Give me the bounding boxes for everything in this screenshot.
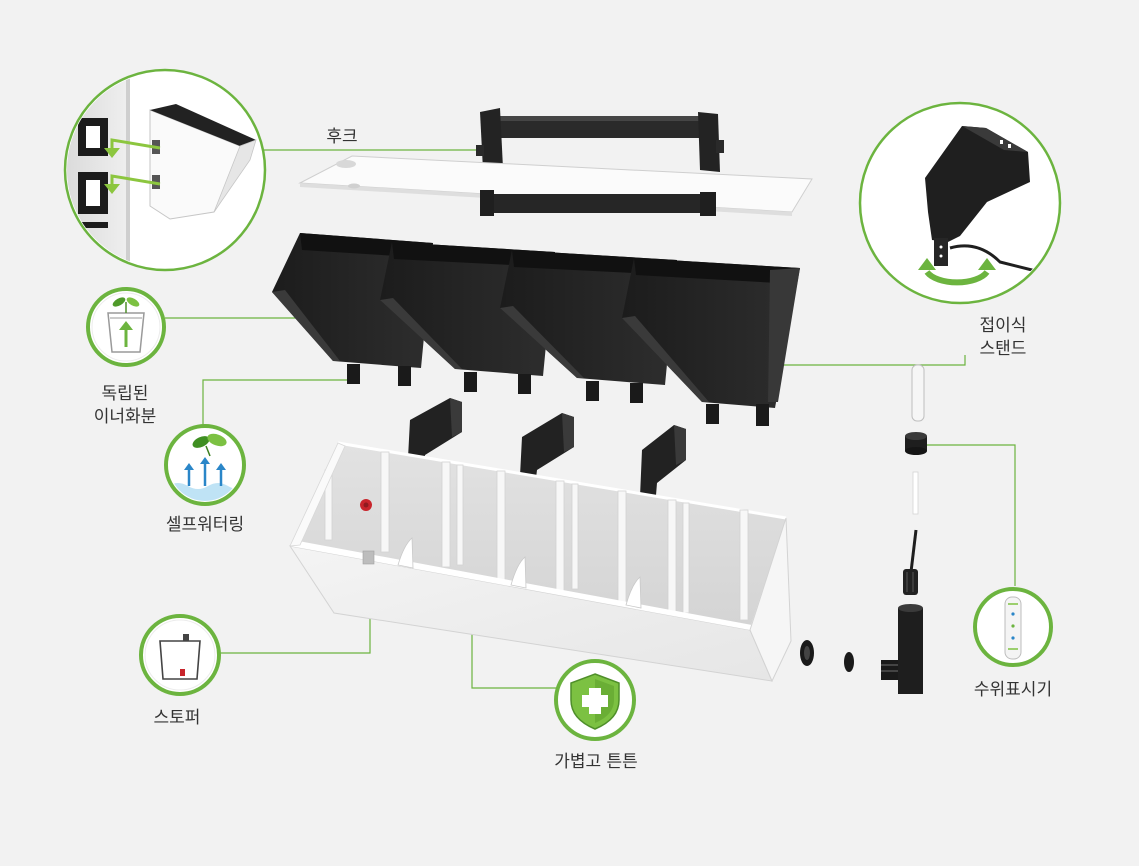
- inner-pot-icon: [86, 287, 166, 367]
- indicator-clear-tube: [911, 364, 925, 422]
- stand-label-line-1: 접이식: [979, 316, 1027, 336]
- hook-label: 후크: [326, 127, 358, 147]
- trough-fins: [397, 537, 642, 609]
- wall-hook-bracket-icon: [78, 118, 108, 228]
- water-level-leader-line: [925, 444, 1016, 586]
- indicator-cap: [905, 432, 927, 455]
- stand-label-line-2: 스탠드: [979, 339, 1027, 359]
- water-level-indicator-icon: [973, 587, 1053, 667]
- indicator-float: [903, 529, 918, 595]
- hook-bracket-upper: [476, 108, 724, 172]
- inner-pot-label-line-2: 이너화분: [93, 407, 157, 427]
- stand-leader-line: [760, 355, 966, 366]
- stand-label: 접이식 스탠드: [953, 315, 1053, 361]
- inner-pot-4: [622, 258, 800, 426]
- durable-label: 가볍고 튼튼: [554, 752, 638, 772]
- hook-bracket-lower: [480, 190, 716, 216]
- trough-ribs: [324, 451, 749, 621]
- water-up-arrows-icon: [187, 462, 223, 486]
- self-watering-icon: [164, 424, 246, 506]
- sealing-rings: [800, 640, 854, 672]
- outer-trough: [288, 441, 792, 683]
- indicator-housing: [881, 604, 923, 694]
- shield-icon: [554, 659, 636, 741]
- leader-lines: [165, 149, 1016, 689]
- indicator-inner-rod: [912, 471, 919, 515]
- hook-detail-icon: [63, 68, 267, 272]
- inner-pot-label-line-1: 독립된: [101, 384, 149, 404]
- pot-end-icon: [149, 104, 257, 220]
- stopper-label: 스토퍼: [153, 708, 201, 728]
- fold-rotate-arrows-icon: [918, 258, 996, 286]
- inner-pot-label: 독립된 이너화분: [68, 383, 182, 429]
- self-watering-leader-line: [202, 379, 358, 426]
- stand-detail-icon: [858, 101, 1062, 305]
- stopper-icon: [139, 614, 221, 696]
- water-level-label: 수위표시기: [973, 680, 1053, 700]
- self-watering-label: 셀프워터링: [165, 515, 245, 535]
- trough-stopper: [360, 499, 375, 565]
